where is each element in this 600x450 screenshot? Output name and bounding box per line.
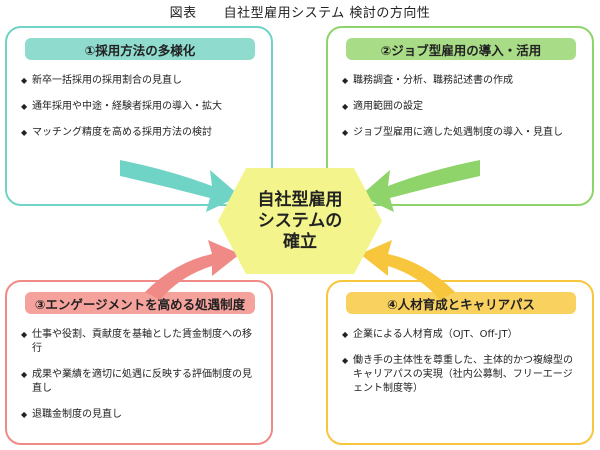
list-item: マッチング精度を高める採用方法の検討 — [21, 126, 261, 140]
center-line-2: システムの — [257, 211, 343, 231]
center-hexagon: 自社型雇用 システムの 確立 — [216, 166, 384, 276]
center-line-3: 確立 — [283, 232, 317, 252]
center-title: 自社型雇用 システムの 確立 — [216, 190, 384, 253]
box-recruitment-diversification: ①採用方法の多様化 新卒一括採用の採用割合の見直し 通年採用や中途・経験者採用の… — [5, 26, 273, 206]
list-item: 通年採用や中途・経験者採用の導入・拡大 — [21, 100, 261, 114]
figure-title: 図表 自社型雇用システム 検討の方向性 — [169, 6, 431, 21]
list-item: 仕事や役割、貢献度を基軸とした賃金制度への移行 — [21, 328, 261, 356]
list-item: 企業による人材育成（OJT、Off-JT） — [342, 328, 582, 342]
box-header: ①採用方法の多様化 — [25, 38, 255, 60]
list-item: ジョブ型雇用に適した処遇制度の導入・見直し — [342, 126, 582, 140]
hexagon-shape — [218, 168, 382, 274]
arrow-salmon — [145, 240, 240, 300]
box-header: ②ジョブ型雇用の導入・活用 — [346, 38, 576, 60]
item-list: 仕事や役割、貢献度を基軸とした賃金制度への移行 成果や業績を適切に処遇に反映する… — [21, 328, 261, 434]
item-list: 職務調査・分析、職務記述書の作成 適用範囲の設定 ジョブ型雇用に適した処遇制度の… — [342, 74, 582, 152]
list-item: 新卒一括採用の採用割合の見直し — [21, 74, 261, 88]
box-engagement-compensation: ③エンゲージメントを高める処遇制度 仕事や役割、貢献度を基軸とした賃金制度への移… — [5, 280, 273, 445]
box-header: ③エンゲージメントを高める処遇制度 — [25, 292, 255, 314]
list-item: 適用範囲の設定 — [342, 100, 582, 114]
box-header: ④人材育成とキャリアパス — [346, 292, 576, 314]
list-item: 職務調査・分析、職務記述書の作成 — [342, 74, 582, 88]
arrow-yellow — [360, 240, 455, 300]
list-item: 働き手の主体性を尊重した、主体的かつ複線型のキャリアパスの実現（社内公募制、フリ… — [342, 354, 582, 396]
box-talent-development-career: ④人材育成とキャリアパス 企業による人材育成（OJT、Off-JT） 働き手の主… — [326, 280, 594, 445]
list-item: 成果や業績を適切に処遇に反映する評価制度の見直し — [21, 368, 261, 396]
center-line-1: 自社型雇用 — [257, 190, 343, 210]
item-list: 新卒一括採用の採用割合の見直し 通年採用や中途・経験者採用の導入・拡大 マッチン… — [21, 74, 261, 152]
arrow-green — [360, 160, 480, 212]
arrow-teal — [120, 160, 240, 212]
list-item: 退職金制度の見直し — [21, 408, 261, 422]
item-list: 企業による人材育成（OJT、Off-JT） 働き手の主体性を尊重した、主体的かつ… — [342, 328, 582, 408]
